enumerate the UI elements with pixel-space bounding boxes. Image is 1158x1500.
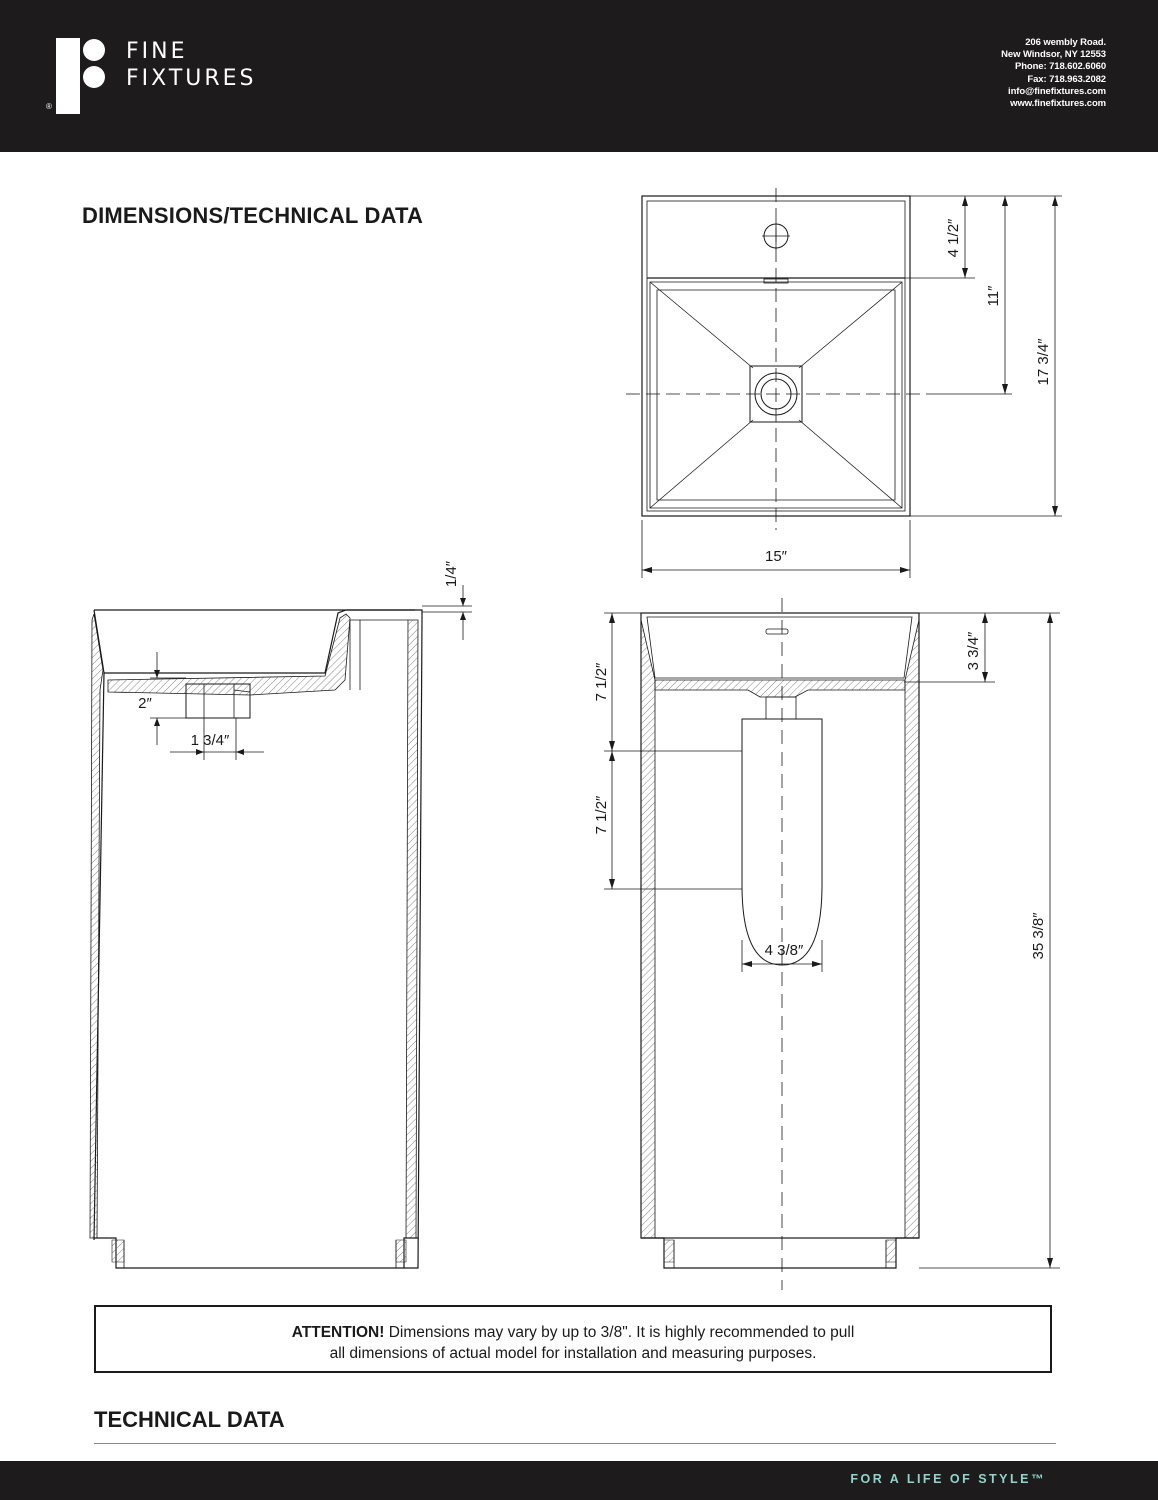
section-divider <box>94 1443 1056 1444</box>
contact-website[interactable]: www.finefixtures.com <box>1010 98 1106 110</box>
dim-upper-7-1-2: 7 1/2″ <box>593 662 610 701</box>
dim-trap-4-3-8: 4 3/8″ <box>765 942 804 959</box>
attention-line2: all dimensions of actual model for insta… <box>329 1345 817 1362</box>
dim-faucet-4-1-2: 4 1/2″ <box>945 218 962 257</box>
top-view <box>626 188 1062 578</box>
footer-tagline: FOR A LIFE OF STYLE™ <box>850 1472 1046 1486</box>
side-view <box>89 585 472 1269</box>
dim-width-15: 15″ <box>765 548 788 565</box>
dim-drain-2: 2″ <box>138 695 152 712</box>
brand-name-line1: FINE <box>126 39 188 64</box>
page-header: FINE FIXTURES ® 206 wembly Road. New Win… <box>0 0 1158 152</box>
attention-line1: ATTENTION! Dimensions may vary by up to … <box>96 1322 1050 1343</box>
front-view <box>604 598 1060 1290</box>
dim-depth-17-3-4: 17 3/4″ <box>1035 338 1052 386</box>
dim-height-35-3-8: 35 3/8″ <box>1030 912 1047 960</box>
attention-label: ATTENTION! <box>291 1324 385 1341</box>
dim-rim-1-4: 1/4″ <box>443 560 460 587</box>
page-footer: FOR A LIFE OF STYLE™ <box>0 1461 1158 1500</box>
contact-address: 206 wembly Road. <box>1025 37 1106 48</box>
section-title-dimensions: DIMENSIONS/TECHNICAL DATA <box>82 203 424 228</box>
contact-block: 206 wembly Road. New Windsor, NY 12553 P… <box>1001 37 1106 110</box>
brand-name-line2: FIXTURES <box>126 66 257 91</box>
dim-basin-3-3-4: 3 3/4″ <box>965 631 982 670</box>
contact-fax: Fax: 718.963.2082 <box>1027 73 1106 85</box>
section-title-technical-data: TECHNICAL DATA <box>94 1407 285 1432</box>
registered-mark: ® <box>46 102 52 111</box>
dim-drain-1-3-4: 1 3/4″ <box>191 732 230 749</box>
attention-notice: ATTENTION! Dimensions may vary by up to … <box>94 1305 1052 1373</box>
contact-phone: Phone: 718.602.6060 <box>1014 61 1106 73</box>
dim-lower-7-1-2: 7 1/2″ <box>593 795 610 834</box>
attention-text1: Dimensions may vary by up to 3/8". It is… <box>384 1324 855 1341</box>
dim-drain-11: 11″ <box>985 285 1002 307</box>
contact-email[interactable]: info@finefixtures.com <box>1008 85 1106 97</box>
logo-mark-icon <box>56 38 105 114</box>
contact-city: New Windsor, NY 12553 <box>1001 49 1106 61</box>
brand-logo: FINE FIXTURES ® <box>44 34 284 118</box>
